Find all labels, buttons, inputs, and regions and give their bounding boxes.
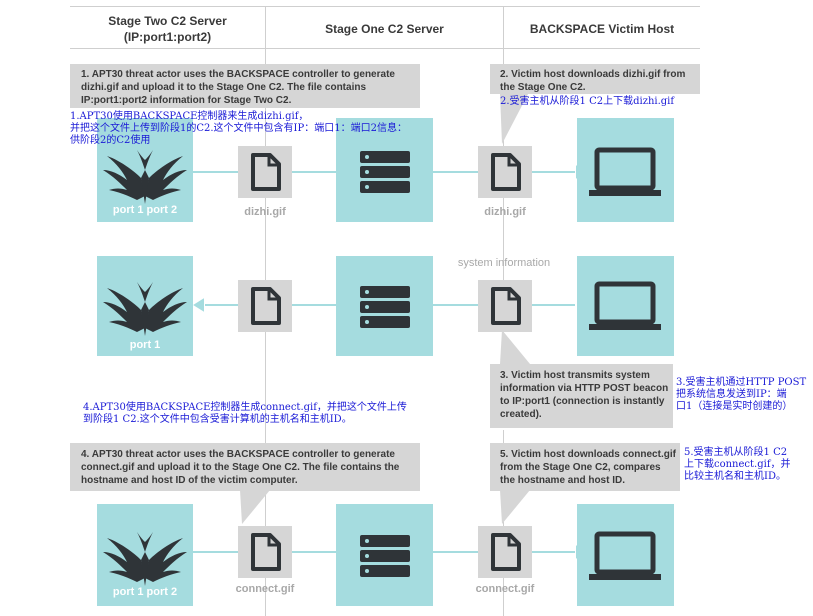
victim-host-tile-1 — [577, 118, 674, 222]
step5-text: 5. Victim host downloads connect.gif fro… — [500, 449, 676, 486]
dizhi-gif-file-2 — [478, 146, 532, 198]
stage-one-server-tile-2 — [336, 256, 433, 356]
step3-note: 3. Victim host transmits system informat… — [490, 364, 673, 428]
header-victim: BACKSPACE Victim Host — [529, 22, 675, 36]
row2-arrowhead — [193, 298, 204, 312]
step5-pointer — [500, 490, 530, 524]
file-label: connect.gif — [475, 583, 535, 595]
victim-host-tile-3 — [577, 504, 674, 606]
victim-host-tile-2 — [577, 256, 674, 356]
port-label: port 1 port 2 — [112, 204, 178, 216]
step3-text: 3. Victim host transmits system informat… — [500, 370, 669, 420]
bird-icon — [103, 532, 187, 586]
file-label: dizhi.gif — [484, 206, 526, 218]
stage-one-server-tile-3 — [336, 504, 433, 606]
dizhi-gif-file-1 — [238, 146, 292, 198]
step2-text: 2. Victim host downloads dizhi.gif from … — [500, 69, 686, 93]
laptop-icon — [589, 147, 661, 196]
step3-pointer — [500, 330, 530, 364]
port-label: port 1 — [129, 339, 161, 351]
file-icon — [491, 153, 521, 191]
stage-two-server-tile-2: port 1 — [97, 256, 193, 356]
step4-note: 4. APT30 threat actor uses the BACKSPACE… — [70, 443, 420, 491]
step2-note: 2. Victim host downloads dizhi.gif from … — [490, 64, 700, 94]
file-icon — [251, 287, 281, 325]
translation-step4: 4.APT30使用BACKSPACE控制器生成connect.gif，并把这个文… — [83, 402, 407, 425]
column-divider-2b — [503, 430, 504, 616]
header-stage-two: Stage Two C2 Server (IP:port1:port2) — [108, 14, 227, 44]
step2-pointer — [500, 94, 528, 144]
bird-icon — [103, 150, 187, 204]
server-icon — [360, 151, 410, 193]
connect-gif-file-1 — [238, 526, 292, 578]
step1-note: 1. APT30 threat actor uses the BACKSPACE… — [70, 64, 420, 108]
translation-step3: 3.受害主机通过HTTP POST 把系统信息发送到IP：端 口1（连接是实时创… — [676, 377, 807, 412]
stage-one-server-tile-1 — [336, 118, 433, 222]
translation-step1: 1.APT30使用BACKSPACE控制器来生成dizhi.gif， 并把这个文… — [70, 111, 407, 146]
step4-pointer — [240, 490, 270, 524]
step5-note: 5. Victim host downloads connect.gif fro… — [490, 443, 680, 491]
stage-two-server-tile-3: port 1 port 2 — [97, 504, 193, 606]
connect-gif-file-2 — [478, 526, 532, 578]
server-icon — [360, 535, 410, 577]
file-icon — [251, 533, 281, 571]
file-label: connect.gif — [235, 583, 295, 595]
file-icon — [491, 287, 521, 325]
stage-two-server-tile-1: port 1 port 2 — [97, 118, 193, 222]
file-icon — [491, 533, 521, 571]
system-information-label: system information — [457, 257, 551, 269]
translation-step5: 5.受害主机从阶段1 C2 上下载connect.gif，并 比较主机名和主机I… — [684, 447, 791, 482]
file-icon — [251, 153, 281, 191]
system-info-file-1 — [238, 280, 292, 332]
step4-text: 4. APT30 threat actor uses the BACKSPACE… — [81, 449, 400, 486]
server-icon — [360, 286, 410, 328]
port-label: port 1 port 2 — [112, 586, 178, 598]
file-label: dizhi.gif — [244, 206, 286, 218]
laptop-icon — [589, 531, 661, 580]
header-top-rule — [70, 6, 700, 7]
step1-text: 1. APT30 threat actor uses the BACKSPACE… — [81, 69, 395, 106]
header-stage-one: Stage One C2 Server — [325, 22, 444, 36]
header-bottom-rule — [70, 48, 700, 49]
laptop-icon — [589, 281, 661, 330]
translation-step2: 2.受害主机从阶段1 C2上下载dizhi.gif — [500, 96, 675, 107]
system-info-file-2 — [478, 280, 532, 332]
bird-icon — [103, 282, 187, 336]
